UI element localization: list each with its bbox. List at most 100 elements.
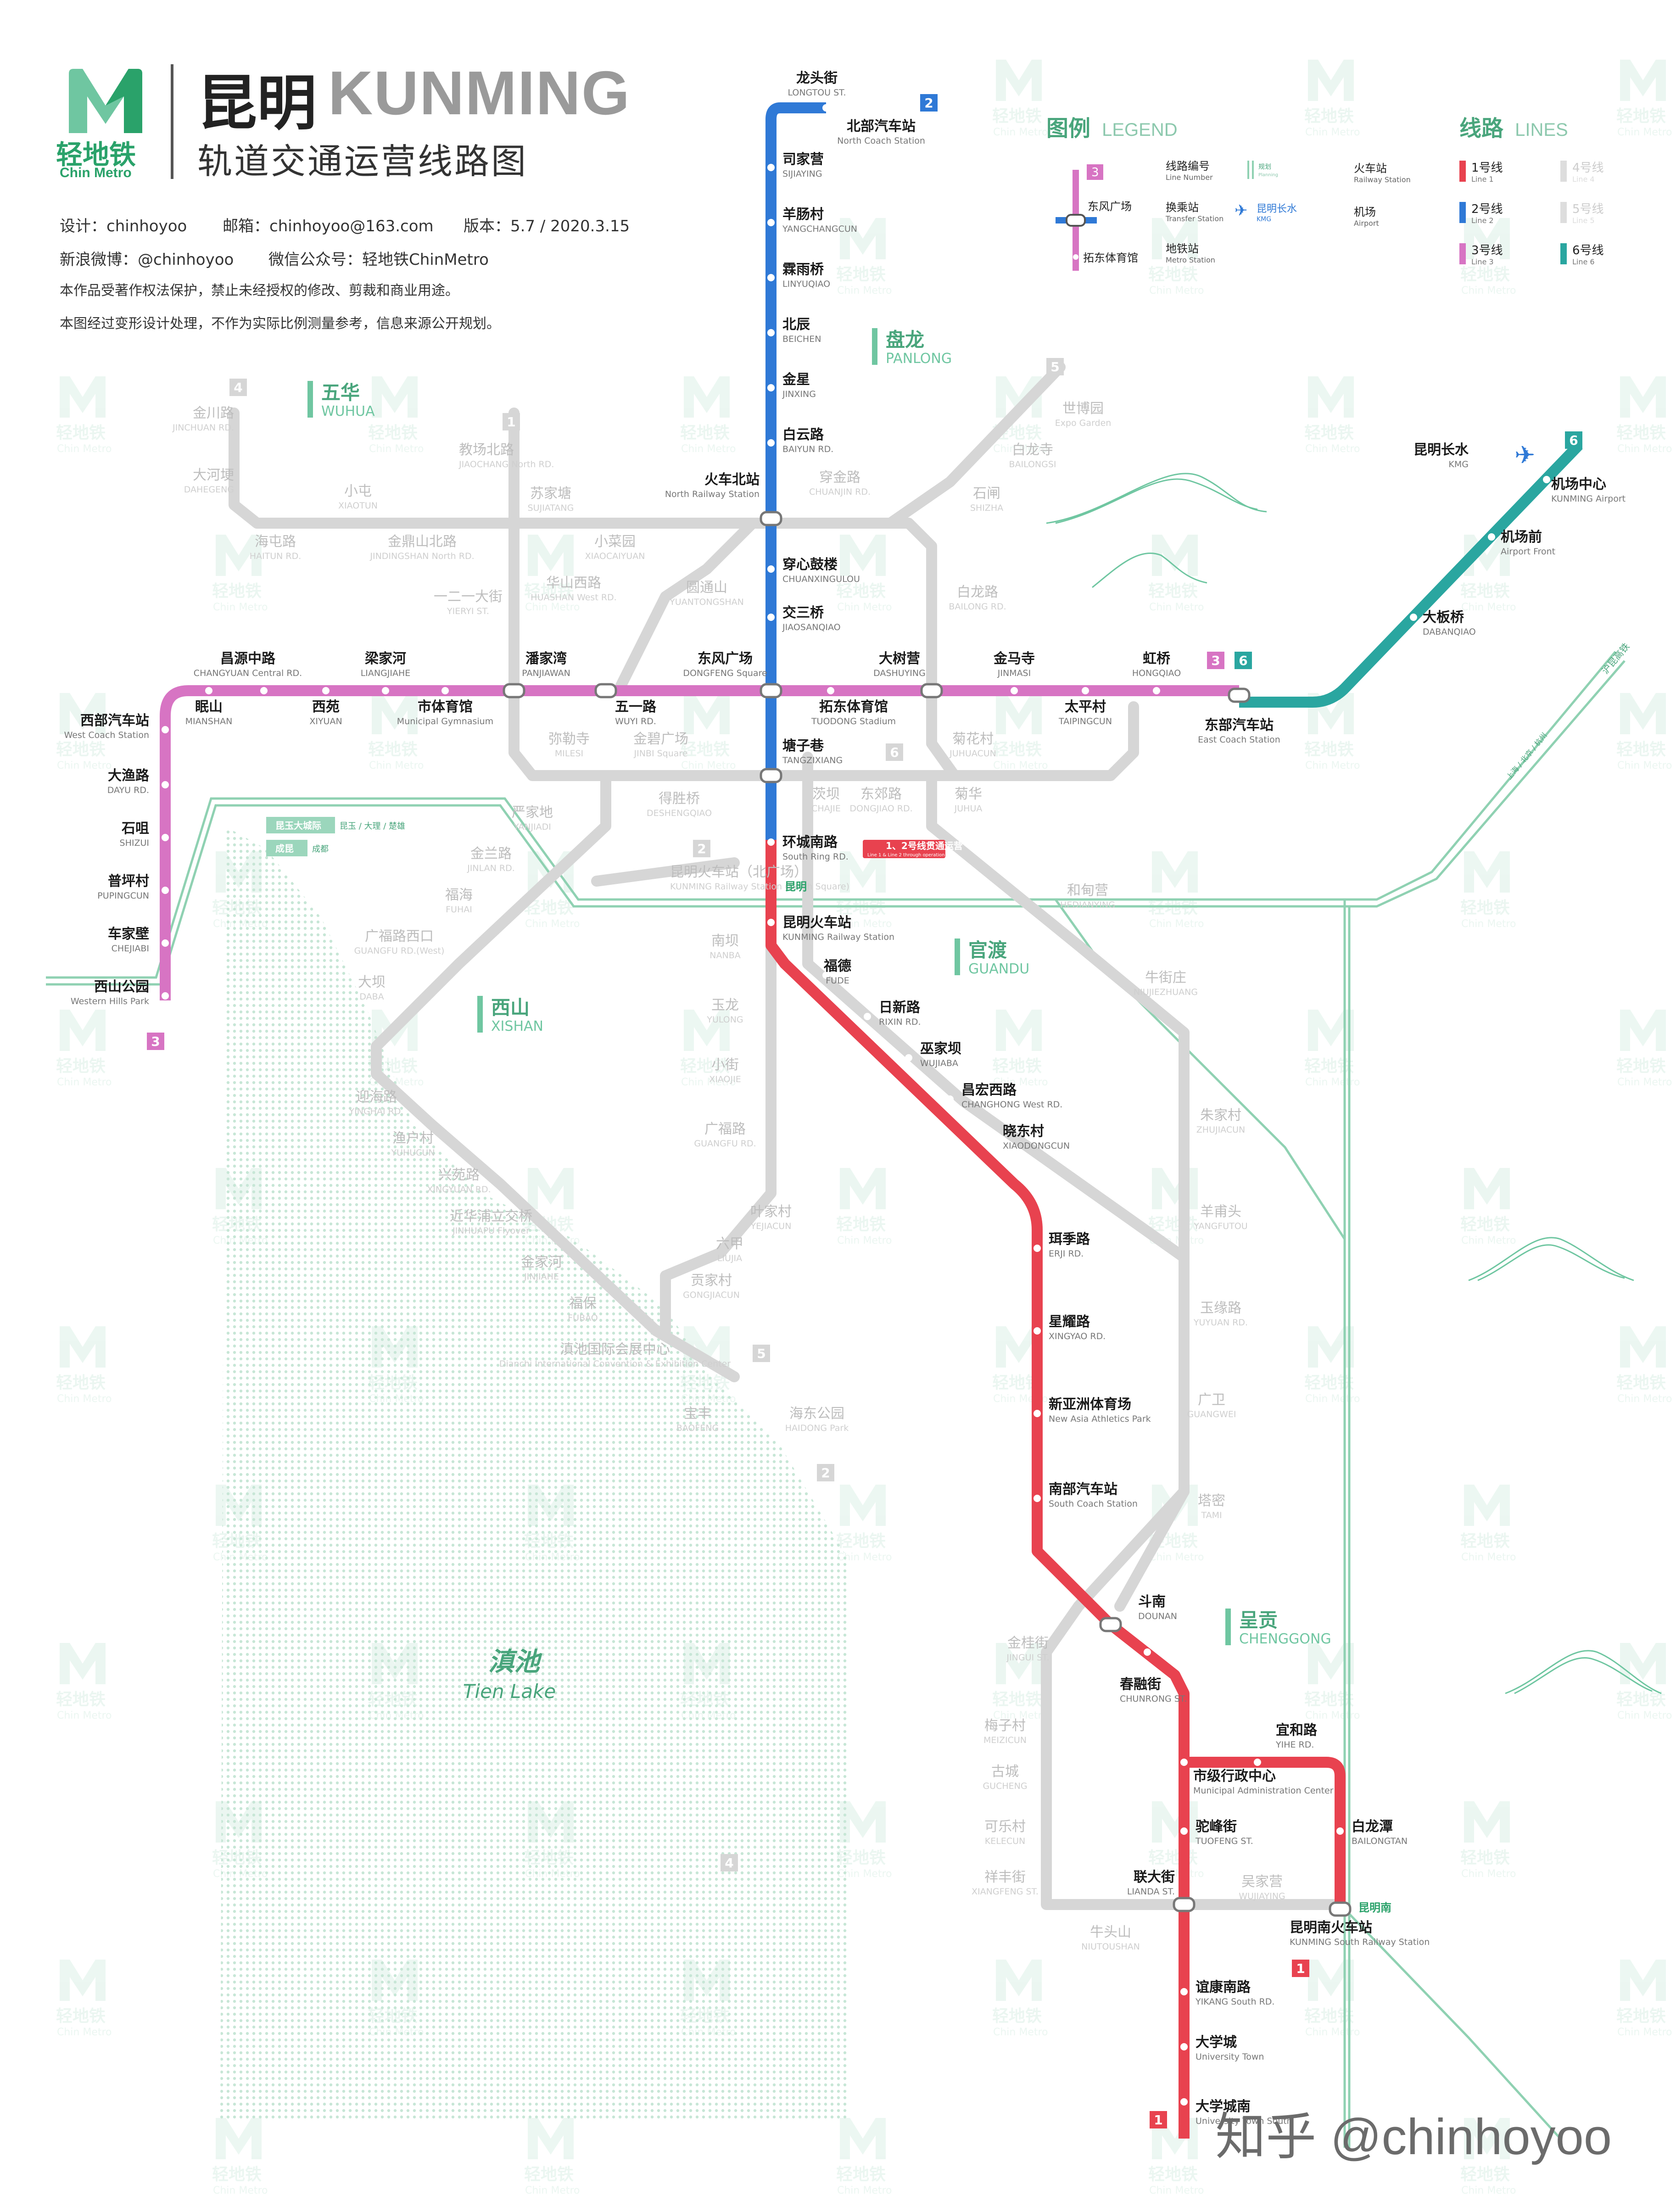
station-marker[interactable]	[1144, 1648, 1151, 1656]
station-marker[interactable]	[767, 384, 775, 391]
transfer-station-marker[interactable]	[760, 511, 782, 526]
station-name[interactable]: 金鼎山北路	[388, 534, 457, 550]
station-name[interactable]: 昌宏西路	[961, 1082, 1017, 1098]
station-name[interactable]: 圆通山	[686, 580, 727, 596]
transfer-station-marker[interactable]	[1228, 687, 1251, 703]
station-name[interactable]: 市体育馆	[418, 699, 473, 715]
station-name[interactable]: 南部汽车站	[1049, 1481, 1117, 1497]
station-marker[interactable]	[162, 781, 169, 788]
station-name[interactable]: 西苑	[312, 699, 340, 715]
transfer-station-marker[interactable]	[594, 683, 617, 698]
station-name[interactable]: 羊甫头	[1200, 1204, 1241, 1220]
station-name[interactable]: 大树营	[879, 651, 920, 667]
station-marker[interactable]	[767, 614, 775, 621]
station-name[interactable]: 昆明火车站（北广场）	[670, 864, 808, 880]
station-name[interactable]: 西山公园	[94, 979, 149, 995]
station-name[interactable]: 珥季路	[1049, 1231, 1090, 1247]
station-marker[interactable]	[882, 104, 889, 112]
station-name[interactable]: 龙头街	[796, 70, 838, 86]
station-name[interactable]: 巫家坝	[920, 1041, 961, 1057]
station-name[interactable]: 谊康南路	[1196, 1979, 1251, 1995]
station-marker[interactable]	[1011, 687, 1018, 694]
station-name[interactable]: 太平村	[1065, 699, 1106, 715]
station-marker[interactable]	[205, 687, 212, 694]
station-name[interactable]: 日新路	[879, 1000, 921, 1016]
station-name[interactable]: 严家地	[512, 804, 553, 821]
station-marker[interactable]	[162, 887, 169, 894]
station-name[interactable]: 小街	[711, 1057, 739, 1073]
station-name[interactable]: 东风广场	[698, 651, 753, 667]
station-name[interactable]: 昆明火车站	[782, 915, 851, 931]
station-marker[interactable]	[1180, 1988, 1188, 1995]
station-name[interactable]: 小屯	[344, 483, 372, 499]
station-name[interactable]: 普坪村	[108, 873, 149, 889]
station-name[interactable]: 大板桥	[1423, 609, 1464, 626]
line-legend-name[interactable]: 5号线	[1572, 202, 1604, 216]
line-legend-name[interactable]: 2号线	[1471, 202, 1503, 216]
station-marker[interactable]	[1180, 1759, 1188, 1766]
station-name[interactable]: 五一路	[615, 699, 657, 715]
station-name[interactable]: 世博园	[1062, 401, 1104, 417]
station-marker[interactable]	[260, 687, 268, 694]
station-name[interactable]: 新亚洲体育场	[1049, 1396, 1131, 1413]
station-name[interactable]: 滇池国际会展中心	[560, 1341, 670, 1357]
station-name[interactable]: 宝丰	[684, 1406, 711, 1422]
line-legend-name[interactable]: 6号线	[1572, 244, 1604, 257]
station-marker[interactable]	[382, 687, 389, 694]
station-marker[interactable]	[822, 972, 830, 979]
station-marker[interactable]	[162, 834, 169, 841]
station-marker[interactable]	[767, 439, 775, 447]
station-name[interactable]: 海屯路	[255, 534, 296, 550]
station-name[interactable]: 车家壁	[108, 926, 149, 942]
station-marker[interactable]	[1082, 687, 1089, 694]
station-name[interactable]: 穿金路	[819, 469, 860, 486]
station-marker[interactable]	[1254, 1759, 1261, 1766]
line-1[interactable]	[765, 840, 1190, 2139]
station-name[interactable]: 迎海路	[356, 1089, 397, 1105]
station-name[interactable]: 白龙寺	[1012, 442, 1053, 458]
station-name[interactable]: 机场前	[1501, 529, 1542, 545]
transfer-station-marker[interactable]	[503, 683, 525, 698]
station-name[interactable]: 东郊路	[860, 786, 902, 802]
station-name[interactable]: 广福路	[704, 1121, 746, 1137]
station-name[interactable]: 春融街	[1120, 1676, 1161, 1693]
station-name[interactable]: 昆明南火车站	[1290, 1920, 1372, 1936]
station-marker[interactable]	[1180, 2043, 1188, 2050]
station-name[interactable]: 六甲	[716, 1236, 743, 1252]
station-name[interactable]: 梅子村	[984, 1718, 1026, 1734]
station-name[interactable]: 塔密	[1198, 1493, 1225, 1509]
station-name[interactable]: 大坝	[358, 974, 385, 990]
station-name[interactable]: 广福路西口	[365, 928, 434, 944]
station-name[interactable]: 金碧广场	[633, 731, 688, 747]
station-name[interactable]: 茨坝	[812, 786, 840, 802]
station-marker[interactable]	[1180, 1827, 1188, 1835]
line-3[interactable]	[160, 685, 1239, 1000]
station-marker[interactable]	[767, 219, 775, 226]
station-name[interactable]: 得胜桥	[659, 791, 700, 807]
station-name[interactable]: 塘子巷	[782, 738, 824, 754]
station-name[interactable]: 牛头山	[1090, 1924, 1131, 1940]
station-marker[interactable]	[864, 1013, 871, 1020]
station-marker[interactable]	[1034, 1245, 1041, 1252]
station-name[interactable]: 吴家营	[1241, 1874, 1283, 1890]
station-name[interactable]: 渔户村	[392, 1130, 434, 1146]
station-marker[interactable]	[767, 838, 775, 846]
station-name[interactable]: 梁家河	[365, 651, 406, 667]
station-name[interactable]: 潘家湾	[525, 651, 567, 667]
station-name[interactable]: 环城南路	[782, 834, 838, 850]
station-marker[interactable]	[767, 329, 775, 336]
transfer-station-marker[interactable]	[760, 683, 782, 698]
station-name[interactable]: 宜和路	[1276, 1722, 1318, 1738]
station-marker[interactable]	[822, 104, 830, 112]
station-marker[interactable]	[162, 726, 169, 733]
station-name[interactable]: 教场北路	[459, 442, 514, 458]
station-name[interactable]: 拓东体育馆	[819, 699, 888, 715]
station-name[interactable]: 石闸	[973, 486, 1000, 502]
station-marker[interactable]	[1336, 1827, 1344, 1835]
station-name[interactable]: 司家营	[782, 151, 824, 168]
station-name[interactable]: 玉龙	[711, 997, 739, 1013]
station-name[interactable]: 虹桥	[1143, 651, 1170, 667]
station-name[interactable]: 东部汽车站	[1205, 717, 1274, 733]
line-6[interactable]	[1239, 441, 1583, 708]
transfer-station-marker[interactable]	[760, 768, 782, 783]
